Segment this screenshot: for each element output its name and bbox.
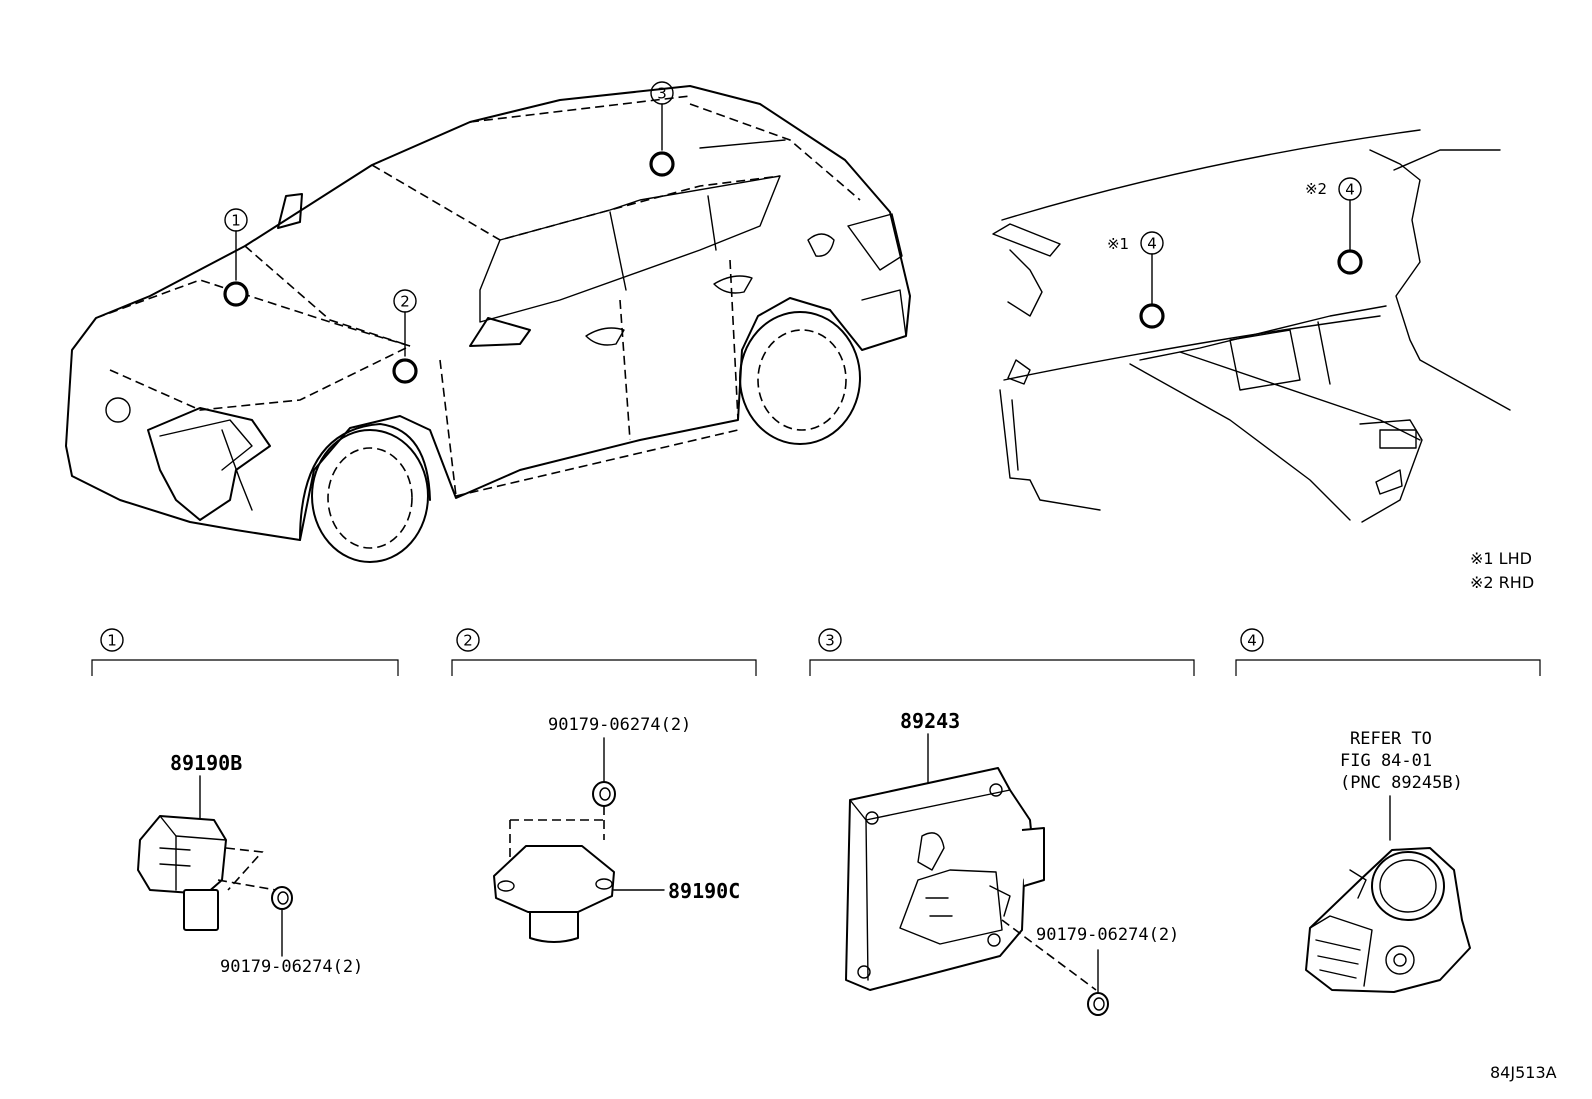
callout-3-label: 3 (657, 85, 667, 103)
refer-line-2: FIG 84-01 (1340, 751, 1432, 771)
part-front-airbag-sensor-center: 90179-06274(2) 89190C (493, 715, 740, 943)
bolt-label-1: 90179-06274(2) (220, 957, 363, 977)
section-4-number: 4 (1247, 632, 1257, 650)
callout-4-rhd-label: 4 (1345, 181, 1355, 199)
note-lhd: ※1 LHD (1470, 549, 1532, 568)
figure-code: 84J513A (1490, 1063, 1557, 1082)
location-marker-4-rhd (1337, 249, 1363, 275)
location-marker-1 (223, 281, 249, 307)
part-number-89190B: 89190B (170, 751, 242, 775)
section-2-number: 2 (463, 632, 473, 650)
bolt-label-3: 90179-06274(2) (1036, 925, 1179, 945)
section-1-number: 1 (107, 632, 117, 650)
part-airbag-control-module: 89243 90179-06274(2) (845, 709, 1179, 1016)
refer-line-3: (PNC 89245B) (1340, 773, 1463, 793)
dashboard-illustration: ※1 4 ※2 4 (992, 129, 1511, 523)
section-header-2: 2 (451, 628, 757, 676)
section-header-4: 4 (1235, 628, 1541, 676)
refer-line-1: REFER TO (1350, 729, 1432, 749)
location-marker-2 (392, 358, 418, 384)
part-front-airbag-sensor-left: 89190B 90179-06274(2) (137, 751, 363, 977)
section-header-3: 3 (809, 628, 1195, 676)
vehicle-illustration: 1 2 3 (65, 81, 911, 563)
callout-4-lhd-label: 4 (1147, 235, 1157, 253)
part-number-89243: 89243 (900, 709, 960, 733)
callout-2-label: 2 (400, 293, 410, 311)
note-rhd: ※2 RHD (1470, 573, 1534, 592)
callout-1-label: 1 (231, 212, 241, 230)
part-number-89190C: 89190C (668, 879, 740, 903)
section-3-number: 3 (825, 632, 835, 650)
rhd-mark: ※2 (1305, 180, 1327, 198)
part-spiral-cable-reference: REFER TO FIG 84-01 (PNC 89245B) (1305, 729, 1471, 993)
lhd-mark: ※1 (1107, 235, 1129, 253)
location-marker-4-lhd (1139, 303, 1165, 329)
bolt-label-2: 90179-06274(2) (548, 715, 691, 735)
section-header-1: 1 (91, 628, 399, 676)
location-marker-3 (649, 151, 675, 177)
